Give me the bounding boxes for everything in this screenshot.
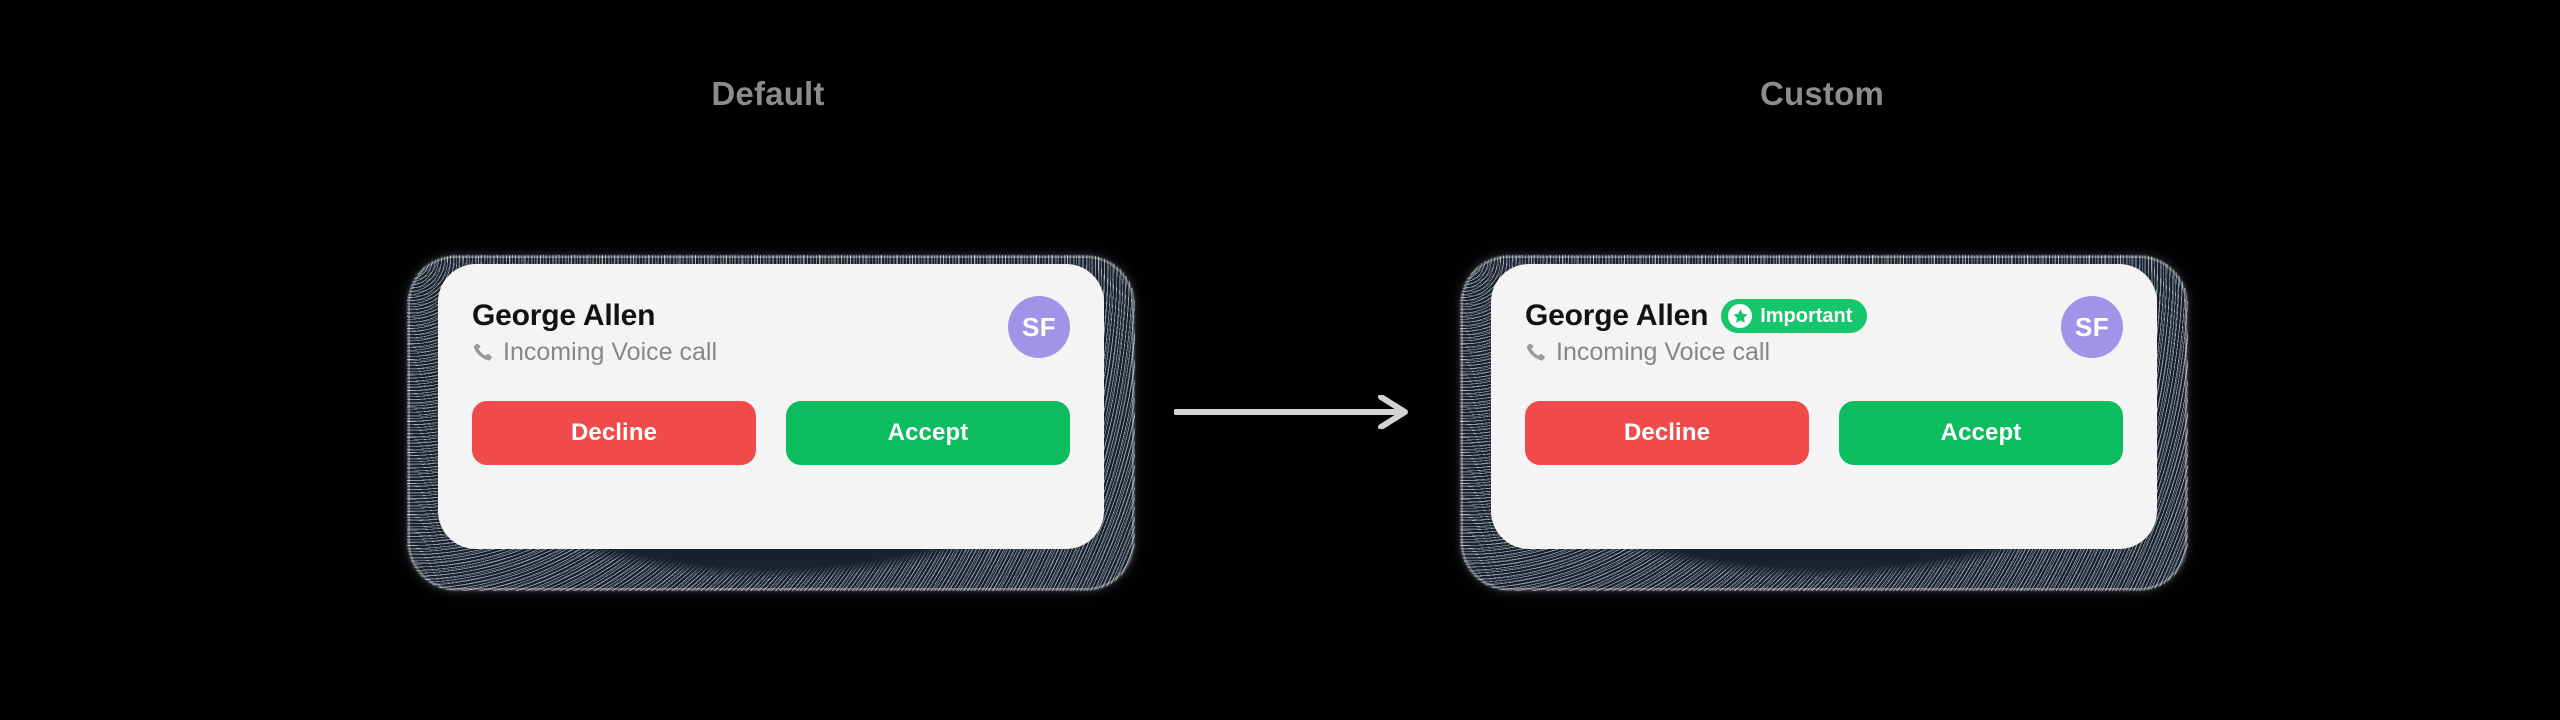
phone-icon: [472, 342, 493, 363]
accept-button[interactable]: Accept: [786, 401, 1070, 465]
caller-name-row-custom: George Allen Important: [1525, 296, 1868, 336]
arrow-right-icon: [1173, 394, 1414, 430]
caller-name-row-default: George Allen: [472, 296, 717, 336]
section-label-default: Default: [711, 75, 825, 112]
avatar: SF: [1008, 296, 1070, 358]
accept-button[interactable]: Accept: [1839, 401, 2123, 465]
notification-header-custom: George Allen Important: [1525, 294, 2123, 365]
notification-frame-custom: George Allen Important: [1463, 258, 2185, 588]
notification-card-default[interactable]: George Allen Incoming Voice call SF: [438, 264, 1104, 549]
notification-actions-default: Decline Accept: [472, 401, 1070, 465]
status-badge-label: Important: [1760, 305, 1853, 327]
call-status-text: Incoming Voice call: [1556, 338, 1771, 366]
call-status-row-custom: Incoming Voice call: [1525, 340, 1867, 365]
notification-frame-default: George Allen Incoming Voice call SF: [410, 258, 1132, 588]
call-status-row-default: Incoming Voice call: [472, 340, 717, 365]
notification-text-block-default: George Allen Incoming Voice call: [472, 294, 717, 365]
caller-name: George Allen: [1525, 299, 1709, 332]
notification-actions-custom: Decline Accept: [1525, 401, 2123, 465]
notification-text-block-custom: George Allen Important: [1525, 294, 1868, 365]
decline-button[interactable]: Decline: [472, 401, 756, 465]
notification-header-default: George Allen Incoming Voice call SF: [472, 294, 1070, 365]
avatar: SF: [2061, 296, 2123, 358]
avatar-initials: SF: [2074, 312, 2110, 342]
caller-name: George Allen: [472, 299, 656, 332]
section-label-custom: Custom: [1759, 75, 1885, 112]
call-status-text: Incoming Voice call: [503, 338, 718, 366]
decline-button[interactable]: Decline: [1525, 401, 1809, 465]
notification-card-custom[interactable]: George Allen Important: [1491, 264, 2157, 549]
status-badge-important[interactable]: Important: [1721, 299, 1868, 333]
phone-icon: [1525, 342, 1546, 363]
star-icon: [1728, 304, 1753, 328]
avatar-initials: SF: [1021, 312, 1057, 342]
